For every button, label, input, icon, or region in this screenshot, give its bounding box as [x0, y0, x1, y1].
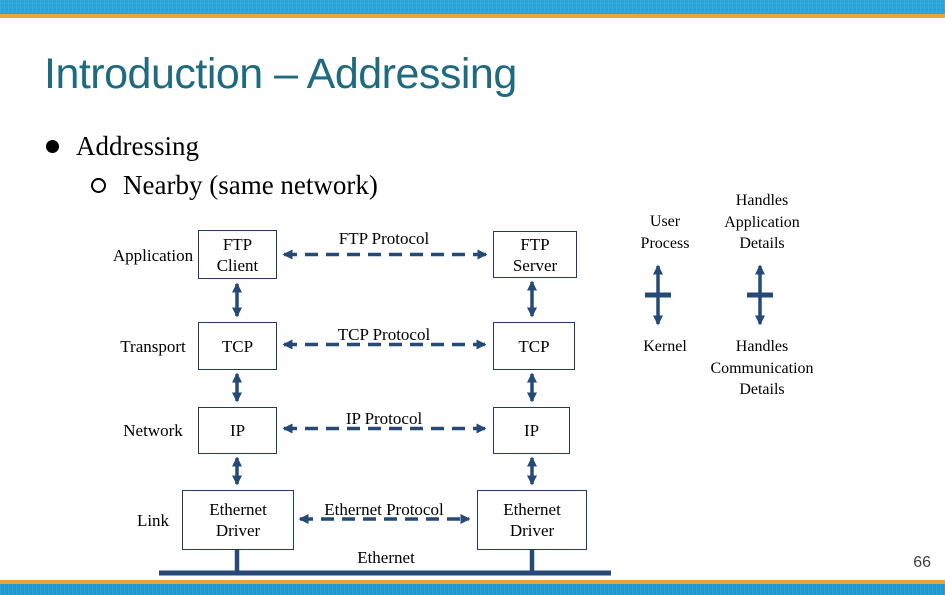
box-ftp-server: FTP Server [493, 231, 577, 278]
bullet-level1: Addressing [46, 131, 199, 162]
layer-label-transport: Transport [120, 337, 186, 356]
box-ethernet-driver-left: Ethernet Driver [182, 490, 294, 550]
box-ethernet-driver-right: Ethernet Driver [477, 490, 587, 550]
layer-label-link: Link [136, 511, 170, 530]
label-ftp-protocol: FTP Protocol [338, 229, 430, 248]
slide-title: Introduction – Addressing [44, 50, 517, 98]
layer-label-network: Network [123, 421, 183, 440]
bullet-level2: Nearby (same network) [91, 170, 378, 201]
label-user-process: User Process [640, 213, 690, 252]
bottom-blue-bar [0, 584, 945, 595]
label-handles-communication-details: Handles Communication Details [710, 338, 814, 398]
top-orange-accent [0, 14, 945, 18]
bullet-level1-text: Addressing [76, 131, 199, 161]
box-ip-right: IP [493, 407, 570, 454]
label-tcp-protocol: TCP Protocol [337, 325, 431, 344]
label-ethernet-bus: Ethernet [357, 548, 415, 567]
filled-bullet-icon [46, 140, 59, 153]
label-handles-application-details: Handles Application Details [724, 192, 800, 252]
box-tcp-left: TCP [198, 322, 277, 370]
top-blue-bar [0, 0, 945, 14]
bullet-level2-text: Nearby (same network) [123, 170, 378, 200]
label-kernel: Kernel [643, 338, 687, 355]
page-number: 66 [913, 554, 931, 571]
bottom-orange-accent [0, 580, 945, 584]
box-ip-left: IP [198, 407, 277, 454]
label-ethernet-protocol: Ethernet Protocol [324, 500, 444, 519]
layer-label-application: Application [112, 246, 194, 265]
box-ftp-client: FTP Client [198, 230, 277, 279]
label-ip-protocol: IP Protocol [345, 409, 423, 428]
box-tcp-right: TCP [493, 322, 575, 370]
open-bullet-icon [91, 178, 106, 193]
